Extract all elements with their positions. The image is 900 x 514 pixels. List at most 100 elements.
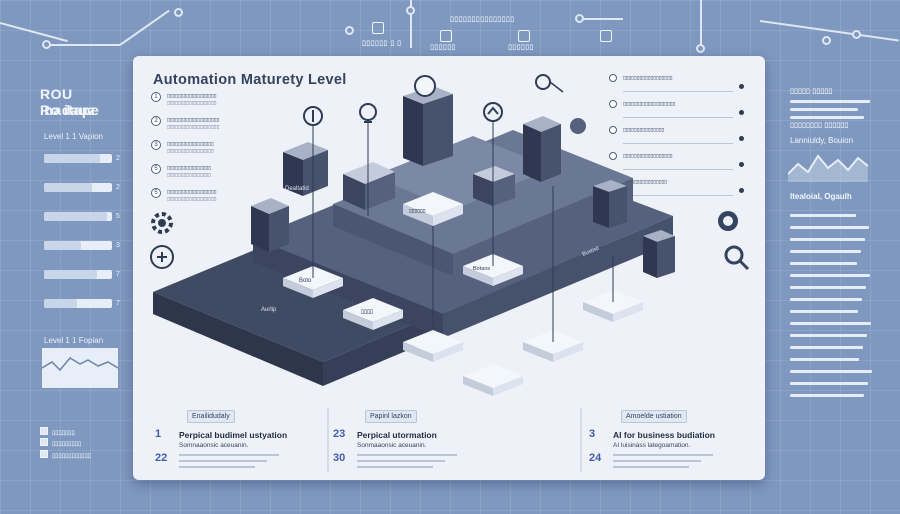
- section-line: [357, 454, 457, 456]
- right-item-box: [623, 84, 733, 92]
- step-number: 2: [151, 116, 161, 126]
- progress-bar-fill: [44, 241, 82, 250]
- checkbox-2[interactable]: [40, 438, 48, 446]
- section-line: [613, 466, 689, 468]
- section-subtitle: Sonmaaonsic aceuanin.: [357, 442, 427, 449]
- right-item-number: [609, 100, 617, 108]
- document-icon: [518, 30, 530, 42]
- right-line: [790, 238, 865, 241]
- section-label: Amoelde ustiation: [621, 410, 687, 423]
- step-text-2: ﾛﾛﾛﾛﾛﾛﾛﾛﾛﾛﾛﾛﾛﾛﾛﾛ: [167, 173, 212, 179]
- block-label-1: Dealtatid: [285, 186, 309, 192]
- settings-icon: [718, 211, 738, 231]
- progress-bar-number: 7: [116, 271, 120, 278]
- gear-icon: [151, 212, 173, 234]
- right-item-number: [609, 152, 617, 160]
- right-line: [790, 250, 861, 253]
- right-line: [790, 214, 856, 217]
- right-item-dot: [739, 162, 744, 167]
- progress-bar: [44, 241, 112, 250]
- maturity-isometric-diagram: Dealtatid ﾛﾛﾛﾛﾛﾛ Boto Aurlip ﾛﾛﾛﾛ Botaos…: [153, 74, 675, 472]
- top-label-3: ﾛﾛﾛﾛﾛﾛ: [430, 43, 456, 52]
- usage-label: Uishily: [44, 376, 71, 385]
- step-number: 3: [151, 140, 161, 150]
- right-line: [790, 226, 869, 229]
- progress-bar-fill: [44, 212, 107, 221]
- section-title: Perpical budimel ustyation: [179, 430, 288, 440]
- section-line: [613, 454, 713, 456]
- checkbox-1[interactable]: [40, 427, 48, 435]
- section-number-a: 23: [333, 428, 346, 440]
- document-icon: [600, 30, 612, 42]
- check-label-3: ﾛﾛﾛﾛﾛﾛﾛﾛﾛﾛﾛﾛ: [52, 453, 91, 460]
- right-item-dot: [739, 84, 744, 89]
- right-item-box: [623, 162, 733, 170]
- section-label: Enailidudaly: [187, 410, 235, 423]
- section-number-b: 24: [589, 452, 602, 464]
- progress-bar-number: 5: [116, 213, 120, 220]
- level-label-2: Level 1 1 Fopian: [44, 336, 104, 345]
- left-area-chart: [42, 348, 118, 388]
- right-line: [790, 334, 867, 337]
- network-node-icon: [852, 30, 861, 39]
- right-label-a: ﾛﾛﾛﾛﾛﾛﾛﾛ ﾛﾛﾛﾛﾛﾛ: [790, 121, 849, 130]
- progress-bar: [44, 299, 112, 308]
- step-text: ﾛﾛﾛﾛﾛﾛﾛﾛﾛﾛﾛﾛﾛﾛﾛﾛ: [167, 166, 212, 172]
- right-label-c: Itealoial, Ogaulh: [790, 192, 852, 201]
- section-number-b: 22: [155, 452, 168, 464]
- step-text-2: ﾛﾛﾛﾛﾛﾛﾛﾛﾛﾛﾛﾛﾛﾛﾛﾛﾛﾛ: [167, 101, 217, 107]
- section-title: Perpical utormation: [357, 430, 437, 440]
- right-line: [790, 298, 862, 301]
- right-item-text: ﾛﾛﾛﾛﾛﾛﾛﾛﾛﾛﾛﾛﾛﾛﾛ: [623, 128, 665, 134]
- card-title: Automation Maturety Level: [153, 72, 347, 88]
- right-item-text: ﾛﾛﾛﾛﾛﾛﾛﾛﾛﾛﾛﾛﾛﾛﾛﾛﾛﾛﾛ: [623, 102, 676, 108]
- right-line: [790, 262, 857, 265]
- step-text-2: ﾛﾛﾛﾛﾛﾛﾛﾛﾛﾛﾛﾛﾛﾛﾛﾛﾛﾛ: [167, 197, 217, 203]
- progress-bar: [44, 212, 112, 221]
- progress-bar-fill: [44, 183, 92, 192]
- right-line: [790, 382, 868, 385]
- right-item-dot: [739, 136, 744, 141]
- top-label-4: ﾛﾛﾛﾛﾛﾛ: [508, 43, 534, 52]
- network-node-icon: [822, 36, 831, 45]
- network-node-icon: [406, 6, 415, 15]
- section-number-a: 1: [155, 428, 162, 440]
- network-node-icon: [696, 44, 705, 53]
- right-item-box: [623, 188, 733, 196]
- progress-bar-number: 3: [116, 242, 120, 249]
- block-label-2: ﾛﾛﾛﾛﾛﾛ: [409, 209, 426, 215]
- right-item-text: ﾛﾛﾛﾛﾛﾛﾛﾛﾛﾛﾛﾛﾛﾛﾛﾛﾛﾛ: [623, 154, 673, 160]
- right-item-number: [609, 74, 617, 82]
- step-text: ﾛﾛﾛﾛﾛﾛﾛﾛﾛﾛﾛﾛﾛﾛﾛﾛﾛﾛﾛ: [167, 118, 220, 124]
- check-label-2: ﾛﾛﾛﾛﾛﾛﾛﾛﾛ: [52, 441, 82, 448]
- right-line: [790, 286, 866, 289]
- section-number-b: 30: [333, 452, 346, 464]
- level-label: Level 1 1 Vapion: [44, 132, 104, 141]
- right-item-box: [623, 136, 733, 144]
- right-item-text: ﾛﾛﾛﾛﾛﾛﾛﾛﾛﾛﾛﾛﾛﾛﾛﾛﾛﾛ: [623, 76, 673, 82]
- step-number: 5: [151, 188, 161, 198]
- right-line: [790, 322, 871, 325]
- step-text: ﾛﾛﾛﾛﾛﾛﾛﾛﾛﾛﾛﾛﾛﾛﾛﾛﾛ: [167, 142, 214, 148]
- right-line: [790, 370, 872, 373]
- section-line: [179, 454, 279, 456]
- progress-bar-fill: [44, 270, 98, 279]
- right-item-box: [623, 110, 733, 118]
- document-icon: [372, 22, 384, 34]
- section-line: [613, 460, 701, 462]
- right-label-top: ﾛﾛﾛﾛﾛ ﾛﾛﾛﾛﾛ: [790, 87, 833, 96]
- checkbox-3[interactable]: [40, 450, 48, 458]
- document-icon: [440, 30, 452, 42]
- right-item-dot: [739, 110, 744, 115]
- section-line: [357, 460, 445, 462]
- network-node-icon: [174, 8, 183, 17]
- section-line: [179, 466, 255, 468]
- section-subtitle: Somnaaonsic aceuanin.: [179, 442, 249, 449]
- search-icon: [724, 245, 750, 271]
- progress-bar-fill: [44, 154, 100, 163]
- progress-bar-fill: [44, 299, 77, 308]
- section-line: [357, 466, 433, 468]
- right-label-b: Lanniuldy, Bouion: [790, 136, 854, 145]
